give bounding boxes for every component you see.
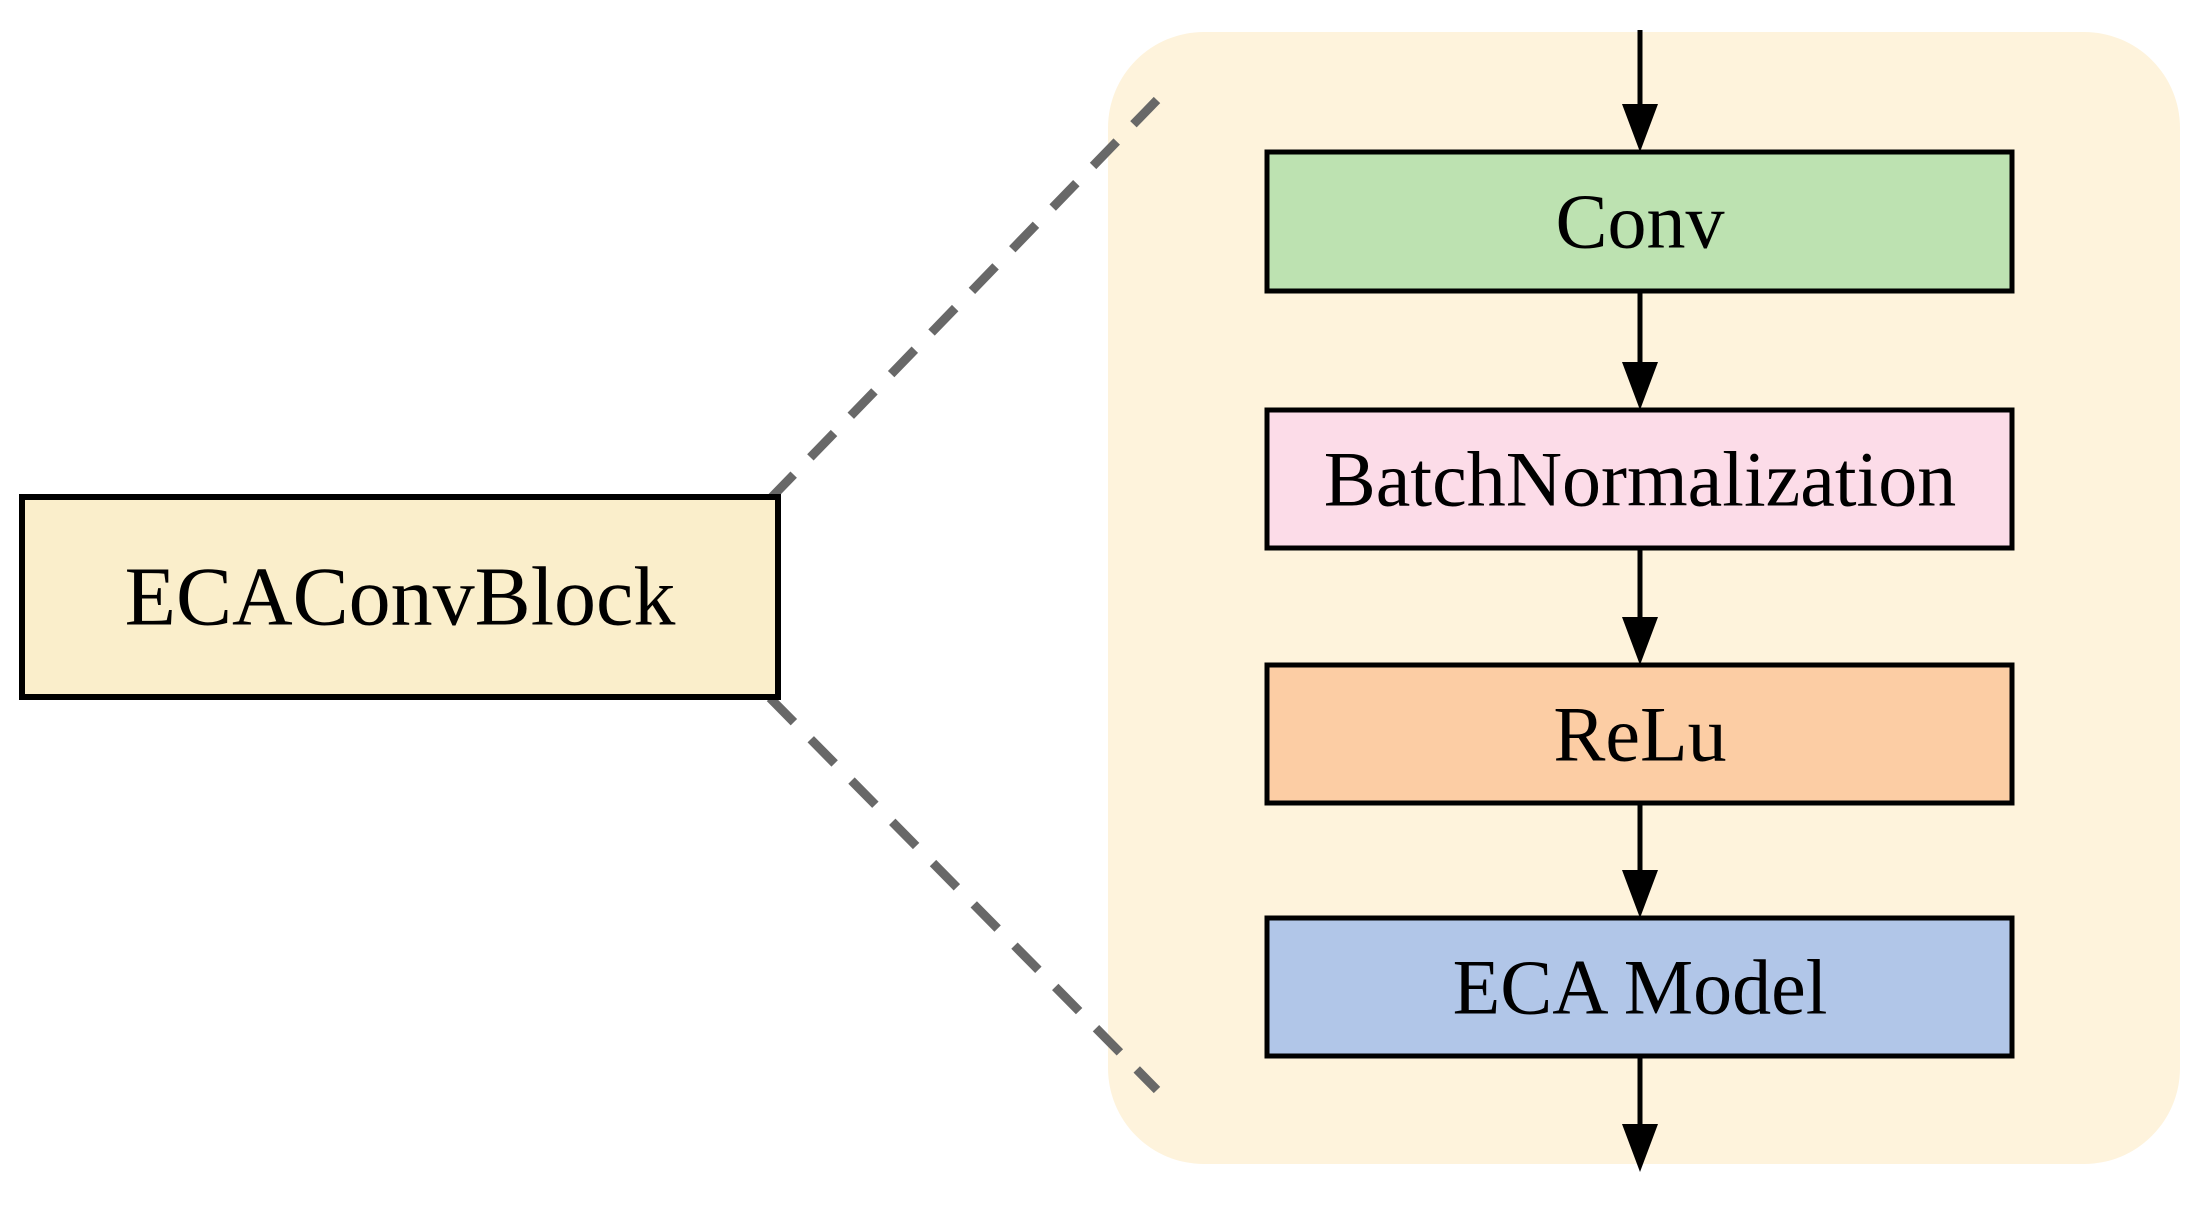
arrowhead — [1622, 362, 1658, 410]
flow-arrow-in — [1622, 30, 1658, 152]
batch-normalization-node — [1264, 407, 2015, 551]
eca-model-label: ECA Model — [1453, 944, 1828, 1031]
eca-conv-block-node — [19, 494, 781, 700]
conv-node — [1264, 149, 2015, 294]
zoom-connector-top-dashed-line — [766, 96, 1161, 503]
flow-arrow-relu-to-eca-model — [1622, 803, 1658, 918]
conv-label: Conv — [1555, 178, 1724, 265]
arrowhead — [1622, 1124, 1658, 1172]
arrowhead — [1622, 870, 1658, 918]
eca-model-node — [1264, 915, 2015, 1059]
detail-panel-background — [1108, 32, 2180, 1164]
relu-label: ReLu — [1553, 691, 1726, 778]
flow-arrow-conv-to-batchnorm — [1622, 291, 1658, 410]
eca-conv-block-label: ECAConvBlock — [125, 551, 676, 644]
zoom-connector-bottom-dashed-line — [766, 694, 1161, 1094]
batch-normalization-label: BatchNormalization — [1324, 436, 1956, 523]
flow-arrow-batchnorm-to-relu — [1622, 548, 1658, 665]
arrowhead — [1622, 617, 1658, 665]
flow-arrow-out — [1622, 1056, 1658, 1172]
arrowhead — [1622, 104, 1658, 152]
